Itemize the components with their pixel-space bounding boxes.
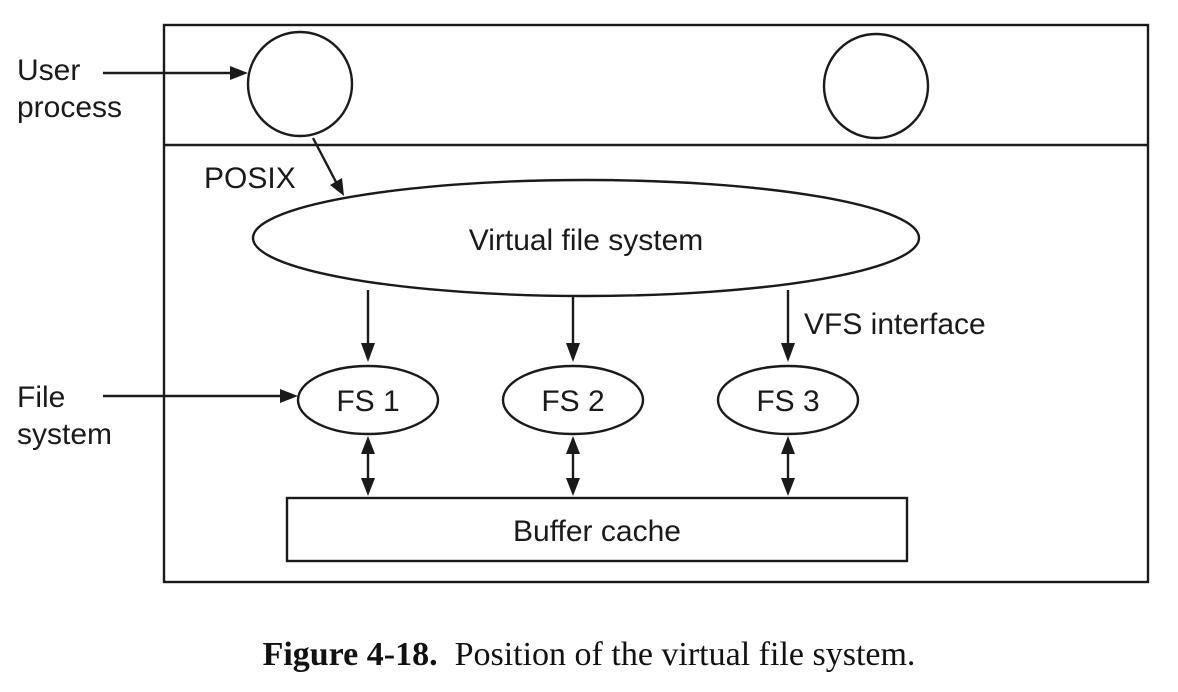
user-process-pointer-head [230,66,248,80]
fs3-cache-arrow-down [781,478,795,496]
file-system-label-line1: File [17,381,65,414]
fs2-cache-arrow-down [566,478,580,496]
user-process-circle-2 [822,32,930,140]
posix-arrow-line [311,137,338,183]
figure-caption: Figure 4-18. Position of the virtual fil… [0,636,1178,674]
fs3-ellipse [716,364,860,436]
outer-system-box [162,23,1150,584]
fs3-label: FS 3 [756,385,819,418]
buffer-cache-label: Buffer cache [513,515,681,548]
fs2-cache-arrow-up [566,436,580,454]
figure-caption-text: Position of the virtual file system. [454,636,916,673]
fs1-ellipse [296,364,440,436]
file-system-label-line2: system [17,418,112,451]
virtual-file-system-ellipse [251,178,921,298]
file-system-pointer-head [280,389,298,403]
figure-number: Figure 4-18. [262,636,438,673]
vfs-to-fs2-head [566,343,580,362]
vfs-to-fs1-head [361,343,375,362]
vfs-interface-label: VFS interface [804,308,986,341]
fs3-cache-arrow-up [781,436,795,454]
virtual-file-system-label: Virtual file system [469,224,704,257]
fs1-label: FS 1 [336,385,399,418]
fs1-cache-arrow-up [361,436,375,454]
buffer-cache-box [285,496,909,563]
fs2-ellipse [501,364,645,436]
fs2-label: FS 2 [541,385,604,418]
user-process-circle-1 [246,30,354,138]
posix-label: POSIX [204,162,296,195]
user-process-label-line1: User [17,54,80,87]
vfs-to-fs3-head [781,343,795,362]
fs1-cache-arrow-down [361,478,375,496]
user-process-label-line2: process [17,91,122,124]
posix-arrow-head [330,178,344,196]
